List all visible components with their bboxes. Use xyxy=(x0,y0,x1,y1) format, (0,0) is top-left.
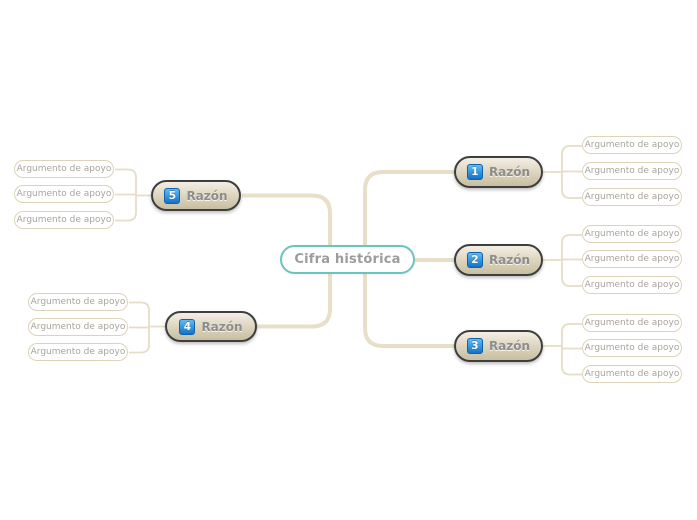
argument-node[interactable]: Argumento de apoyo xyxy=(582,162,682,180)
branch-node-1[interactable]: 1 Razón xyxy=(454,156,543,188)
branch-line-1 xyxy=(363,170,456,260)
branch-node-2[interactable]: 2 Razón xyxy=(454,244,543,276)
branch-node-3[interactable]: 3 Razón xyxy=(454,330,543,362)
argument-node[interactable]: Argumento de apoyo xyxy=(28,318,128,336)
argument-node[interactable]: Argumento de apoyo xyxy=(28,343,128,361)
argument-node[interactable]: Argumento de apoyo xyxy=(14,160,114,178)
argument-node[interactable]: Argumento de apoyo xyxy=(582,188,682,206)
argument-node[interactable]: Argumento de apoyo xyxy=(14,211,114,229)
priority-1-badge: 1 xyxy=(466,164,483,180)
central-topic-label: Cifra histórica xyxy=(294,252,401,267)
argument-node[interactable]: Argumento de apoyo xyxy=(582,225,682,243)
priority-3-badge: 3 xyxy=(466,338,483,354)
branch-line-3 xyxy=(363,260,456,348)
branch-3-label: Razón xyxy=(488,339,531,353)
argument-node[interactable]: Argumento de apoyo xyxy=(582,276,682,294)
branch-5-label: Razón xyxy=(186,188,228,203)
branch-line-5 xyxy=(242,193,332,260)
priority-4-badge: 4 xyxy=(179,318,196,335)
argument-node[interactable]: Argumento de apoyo xyxy=(582,314,682,332)
branch-line-4 xyxy=(256,260,332,329)
branch-node-5[interactable]: 5 Razón xyxy=(151,180,241,211)
branch-1-label: Razón xyxy=(488,165,531,179)
branch-node-4[interactable]: 4 Razón xyxy=(165,311,257,342)
branch-2-label: Razón xyxy=(488,253,531,267)
argument-node[interactable]: Argumento de apoyo xyxy=(582,136,682,154)
argument-node[interactable]: Argumento de apoyo xyxy=(582,339,682,357)
branch-4-label: Razón xyxy=(201,319,243,334)
central-topic[interactable]: Cifra histórica xyxy=(280,245,415,274)
priority-2-badge: 2 xyxy=(466,252,483,268)
argument-node[interactable]: Argumento de apoyo xyxy=(582,250,682,268)
argument-node[interactable]: Argumento de apoyo xyxy=(582,365,682,383)
priority-5-badge: 5 xyxy=(164,187,181,204)
argument-node[interactable]: Argumento de apoyo xyxy=(28,293,128,311)
child-lines xyxy=(115,145,582,376)
argument-node[interactable]: Argumento de apoyo xyxy=(14,185,114,203)
